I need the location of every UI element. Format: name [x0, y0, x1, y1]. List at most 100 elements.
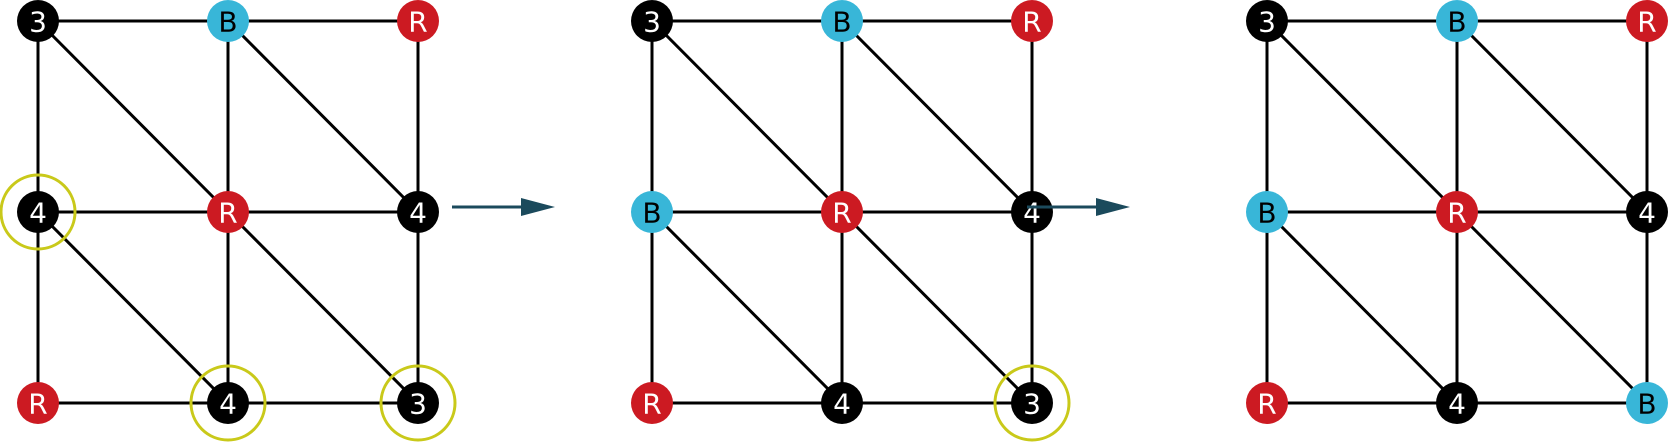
arrow-head	[521, 198, 555, 216]
node-label: 3	[643, 6, 661, 39]
node-circle	[17, 191, 59, 233]
graph-node: 3	[379, 364, 457, 442]
graph-node: 3	[631, 0, 673, 42]
node-label: R	[1022, 6, 1041, 39]
graph-node: B	[1626, 382, 1668, 424]
node-circle	[1436, 191, 1478, 233]
node-label: 4	[833, 388, 851, 421]
node-circle	[1626, 0, 1668, 42]
graph-node: 3	[993, 364, 1071, 442]
node-circle	[1246, 382, 1288, 424]
node-label: 3	[1023, 388, 1041, 421]
node-circle	[1246, 191, 1288, 233]
graph-node: 4	[821, 382, 863, 424]
transition-arrow	[1027, 198, 1130, 216]
graph-node: 4	[189, 364, 267, 442]
node-label: 3	[409, 388, 427, 421]
graph-node: R	[1246, 382, 1288, 424]
graph-node: 4	[1436, 382, 1478, 424]
node-label: 4	[409, 197, 427, 230]
node-label: 3	[29, 6, 47, 39]
node-label: R	[28, 388, 47, 421]
graph-node: B	[207, 0, 249, 42]
graph-edge	[1455, 19, 1649, 214]
graph-node: 3	[1246, 0, 1288, 42]
graph-node: R	[17, 382, 59, 424]
node-label: R	[1637, 6, 1656, 39]
graph-node: 4	[0, 173, 77, 251]
node-circle	[397, 0, 439, 42]
node-circle	[1436, 382, 1478, 424]
graph-edge	[36, 210, 230, 405]
node-label: B	[642, 197, 661, 230]
node-label: 3	[1258, 6, 1276, 39]
node-label: R	[408, 6, 427, 39]
graph-node: R	[631, 382, 673, 424]
node-circle	[631, 382, 673, 424]
node-label: B	[1637, 388, 1656, 421]
graph-node: 3	[17, 0, 59, 42]
node-circle	[821, 382, 863, 424]
graph-node: B	[1436, 0, 1478, 42]
node-circle	[631, 191, 673, 233]
node-circle	[1436, 0, 1478, 42]
node-circle	[397, 191, 439, 233]
highlight-ring	[0, 173, 77, 251]
node-label: B	[218, 6, 237, 39]
node-circle	[207, 191, 249, 233]
graph-node: B	[821, 0, 863, 42]
graph-node: R	[1626, 0, 1668, 42]
node-circle	[17, 0, 59, 42]
arrow-head	[1096, 198, 1130, 216]
graph-edge	[1265, 19, 1459, 214]
graph-edge	[36, 19, 230, 214]
node-circle	[631, 0, 673, 42]
graph-edge	[840, 210, 1034, 405]
graph-node: R	[1011, 0, 1053, 42]
graph-edge	[650, 19, 844, 214]
node-label: B	[832, 6, 851, 39]
node-label: 4	[219, 388, 237, 421]
node-label: R	[1447, 197, 1466, 230]
graph-edge	[226, 210, 420, 405]
node-label: 4	[1448, 388, 1466, 421]
node-circle	[1246, 0, 1288, 42]
node-circle	[1011, 191, 1053, 233]
node-circle	[397, 382, 439, 424]
graph-edge	[840, 19, 1034, 214]
graph-node: R	[821, 191, 863, 233]
node-label: 4	[29, 197, 47, 230]
node-circle	[207, 0, 249, 42]
node-label: R	[218, 197, 237, 230]
highlight-ring	[993, 364, 1071, 442]
node-circle	[17, 382, 59, 424]
node-label: R	[642, 388, 661, 421]
graph-node: B	[1246, 191, 1288, 233]
graph-edge	[1265, 210, 1459, 405]
node-label: 4	[1023, 197, 1041, 230]
node-circle	[207, 382, 249, 424]
graph-node: R	[207, 191, 249, 233]
node-label: R	[832, 197, 851, 230]
node-circle	[1626, 382, 1668, 424]
graph-edge	[650, 210, 844, 405]
graph-node: 4	[1011, 191, 1053, 233]
graph-node: B	[631, 191, 673, 233]
graph-edge	[1455, 210, 1649, 405]
node-label: 4	[1638, 197, 1656, 230]
node-circle	[821, 0, 863, 42]
node-circle	[1011, 382, 1053, 424]
node-label: B	[1447, 6, 1466, 39]
graph-node: 4	[1626, 191, 1668, 233]
node-circle	[821, 191, 863, 233]
node-circle	[1011, 0, 1053, 42]
node-label: B	[1257, 197, 1276, 230]
graph-node: R	[397, 0, 439, 42]
highlight-ring	[189, 364, 267, 442]
node-label: R	[1257, 388, 1276, 421]
transition-arrow	[452, 198, 555, 216]
highlight-ring	[379, 364, 457, 442]
